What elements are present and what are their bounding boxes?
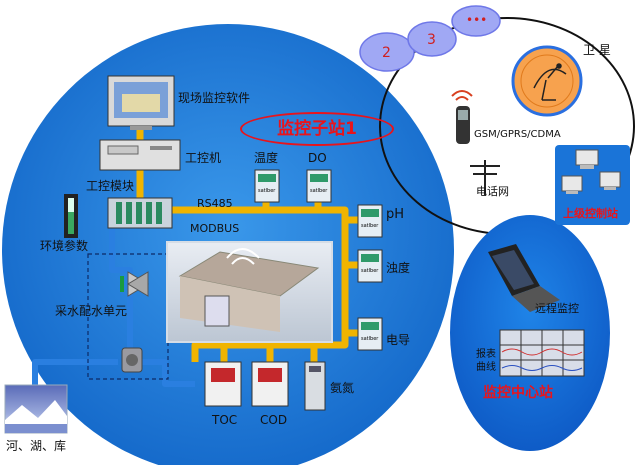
label-modbus: MODBUS [190,222,240,235]
label-ammonia: 氨氮 [330,381,355,395]
label-ph: pH [386,207,405,222]
analyzer-ammonia [304,361,326,411]
bubble-2 [407,21,457,57]
substation-title: 监控子站1 [240,112,394,146]
label-phone-net: 电话网 [476,185,509,198]
analyzer-cod [251,361,289,407]
sensor-conductivity: satlber [357,317,383,351]
cabinet-icon [204,295,230,327]
computer-icon [561,149,621,194]
bubble-label-2: 3 [427,32,436,48]
svg-text:satlber: satlber [361,336,379,342]
label-toc: TOC [212,413,238,427]
satellite-ring [520,54,574,108]
upper-station-box [555,145,630,225]
substation-title-text: 监控子站1 [277,118,357,139]
label-source: 河、湖、库 [6,439,67,453]
plc-module-icon [107,197,173,229]
bubble-3 [451,5,501,37]
analyzer-toc [204,361,242,407]
label-turbidity: 浊度 [386,261,411,275]
video-wall-icon [499,329,585,377]
wifi-waves-icon [226,248,260,265]
label-remote: 远程监控 [535,302,579,315]
label-env: 环境参数 [40,239,89,253]
sensor-temperature: satlber [254,169,280,203]
valve-icon [120,271,149,297]
label-upper-station: 上级控制站 [563,207,618,220]
label-do: DO [308,151,327,165]
mobile-phone-icon [451,90,473,144]
label-report: 报表 [476,349,496,360]
laptop-icon [488,244,560,312]
satellite-icon [533,63,567,101]
satellite-disc [511,45,583,117]
bubble-1 [359,32,415,72]
monitor-icon [107,75,175,130]
label-center-title: 监控中心站 [483,385,553,401]
telephone-pole-icon [470,160,500,195]
bubble-label-3: ••• [466,13,488,27]
label-sampling: 采水配水单元 [55,304,128,318]
label-conductivity: 电导 [386,333,411,347]
label-curve: 曲线 [476,362,496,373]
label-cod: COD [260,413,288,427]
sensor-do: satlber [306,169,332,203]
env-gauge-icon [64,194,78,238]
label-satellite: 卫 星 [583,43,611,57]
svg-text:satlber: satlber [361,223,379,229]
lake-photo [4,384,68,434]
sensor-turbidity: satlber [357,249,383,283]
label-software: 现场监控软件 [178,91,251,105]
pump-icon [121,347,143,373]
svg-text:satlber: satlber [310,188,328,194]
industrial-pc-icon [99,139,181,171]
label-gsm: GSM/GPRS/CDMA [474,129,561,140]
bubble-label-1: 2 [382,45,391,61]
water-pipe [32,228,195,387]
svg-text:satlber: satlber [361,268,379,274]
label-temp: 温度 [254,151,279,165]
svg-text:satlber: satlber [258,188,276,194]
sensor-ph: satlber [357,204,383,238]
label-ipc: 工控机 [185,151,222,165]
label-rs485: RS485 [197,197,233,210]
label-module: 工控模块 [86,179,135,193]
